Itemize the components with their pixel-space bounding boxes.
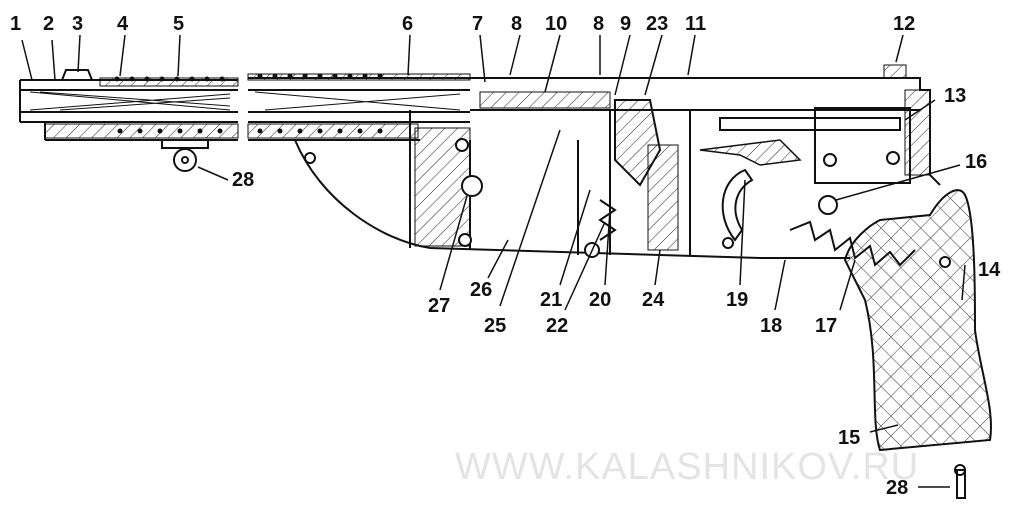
- callout-17: 17: [815, 315, 838, 337]
- callout-1: 1: [10, 13, 22, 35]
- callout-27: 27: [428, 295, 451, 317]
- callout-20: 20: [589, 289, 612, 311]
- callout-10: 10: [545, 13, 568, 35]
- frame-rear-wall: [904, 89, 931, 176]
- rear-sight: [883, 64, 907, 79]
- callout-26: 26: [470, 279, 493, 301]
- callout-21: 21: [540, 289, 563, 311]
- callout-28a: 28: [232, 169, 255, 191]
- recoil-spring-coils: [114, 73, 383, 134]
- trigger-bar: [699, 139, 802, 166]
- callout-13: 13: [944, 85, 967, 107]
- callout-25: 25: [484, 315, 507, 337]
- callout-3: 3: [72, 13, 84, 35]
- grip: [843, 189, 992, 452]
- callout-24: 24: [642, 289, 665, 311]
- callout-28b: 28: [886, 477, 909, 499]
- callout-8a: 8: [511, 13, 523, 35]
- callout-14: 14: [978, 259, 1001, 281]
- callout-16: 16: [965, 151, 988, 173]
- callout-11: 11: [685, 13, 707, 35]
- callout-6: 6: [402, 13, 414, 35]
- pin-part-28: [161, 139, 966, 499]
- watermark-text: WWW.KALASHNIKOV.RU: [455, 446, 920, 488]
- callout-5: 5: [173, 13, 185, 35]
- callout-22: 22: [546, 315, 569, 337]
- callout-15: 15: [838, 427, 861, 449]
- trigger: [721, 168, 754, 242]
- bolt-housing: [479, 91, 611, 109]
- callout-4: 4: [117, 13, 129, 35]
- barrel-sleeve-top: [99, 77, 239, 87]
- callout-7: 7: [472, 13, 484, 35]
- sear-spring: [598, 199, 617, 241]
- callout-23: 23: [646, 13, 669, 35]
- callout-8b: 8: [593, 13, 605, 35]
- callout-12: 12: [893, 13, 916, 35]
- callout-9: 9: [620, 13, 632, 35]
- callout-19: 19: [726, 289, 749, 311]
- callout-2: 2: [43, 13, 55, 35]
- leader-lines: [21, 34, 966, 488]
- magazine-spring: [647, 144, 679, 251]
- callout-18: 18: [760, 315, 783, 337]
